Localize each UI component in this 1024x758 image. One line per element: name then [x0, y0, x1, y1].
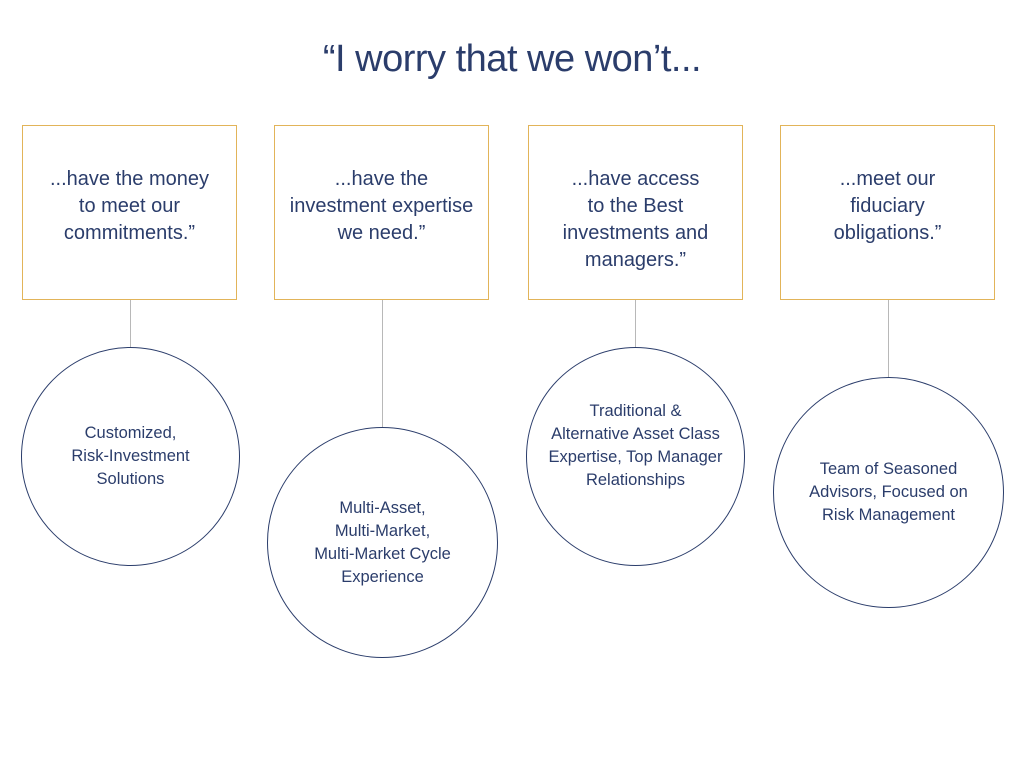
- concern-box-expertise: ...have the investment expertise we need…: [274, 125, 489, 300]
- concern-text: ...meet our fiduciary obligations.”: [833, 168, 942, 244]
- page-title: “I worry that we won’t...: [322, 38, 702, 80]
- concern-text: ...have the money to meet our commitment…: [50, 168, 209, 244]
- connector-line: [382, 300, 383, 428]
- concern-box-fiduciary: ...meet our fiduciary obligations.”: [780, 125, 995, 300]
- solution-circle-multi-asset: Multi-Asset, Multi-Market, Multi-Market …: [267, 427, 498, 658]
- solution-text: Multi-Asset, Multi-Market, Multi-Market …: [314, 498, 451, 586]
- concern-box-access: ...have access to the Best investments a…: [528, 125, 743, 300]
- solution-circle-customized: Customized, Risk-Investment Solutions: [21, 347, 240, 566]
- connector-line: [130, 300, 131, 348]
- solution-circle-traditional-alternative: Traditional & Alternative Asset Class Ex…: [526, 347, 745, 566]
- concern-text: ...have access to the Best investments a…: [562, 168, 709, 271]
- connector-line: [888, 300, 889, 378]
- concern-text: ...have the investment expertise we need…: [289, 168, 474, 244]
- solution-circle-seasoned-advisors: Team of Seasoned Advisors, Focused on Ri…: [773, 377, 1004, 608]
- solution-text: Traditional & Alternative Asset Class Ex…: [548, 401, 723, 489]
- concern-box-money: ...have the money to meet our commitment…: [22, 125, 237, 300]
- solution-text: Team of Seasoned Advisors, Focused on Ri…: [809, 460, 968, 524]
- connector-line: [635, 300, 636, 348]
- solution-text: Customized, Risk-Investment Solutions: [71, 424, 190, 488]
